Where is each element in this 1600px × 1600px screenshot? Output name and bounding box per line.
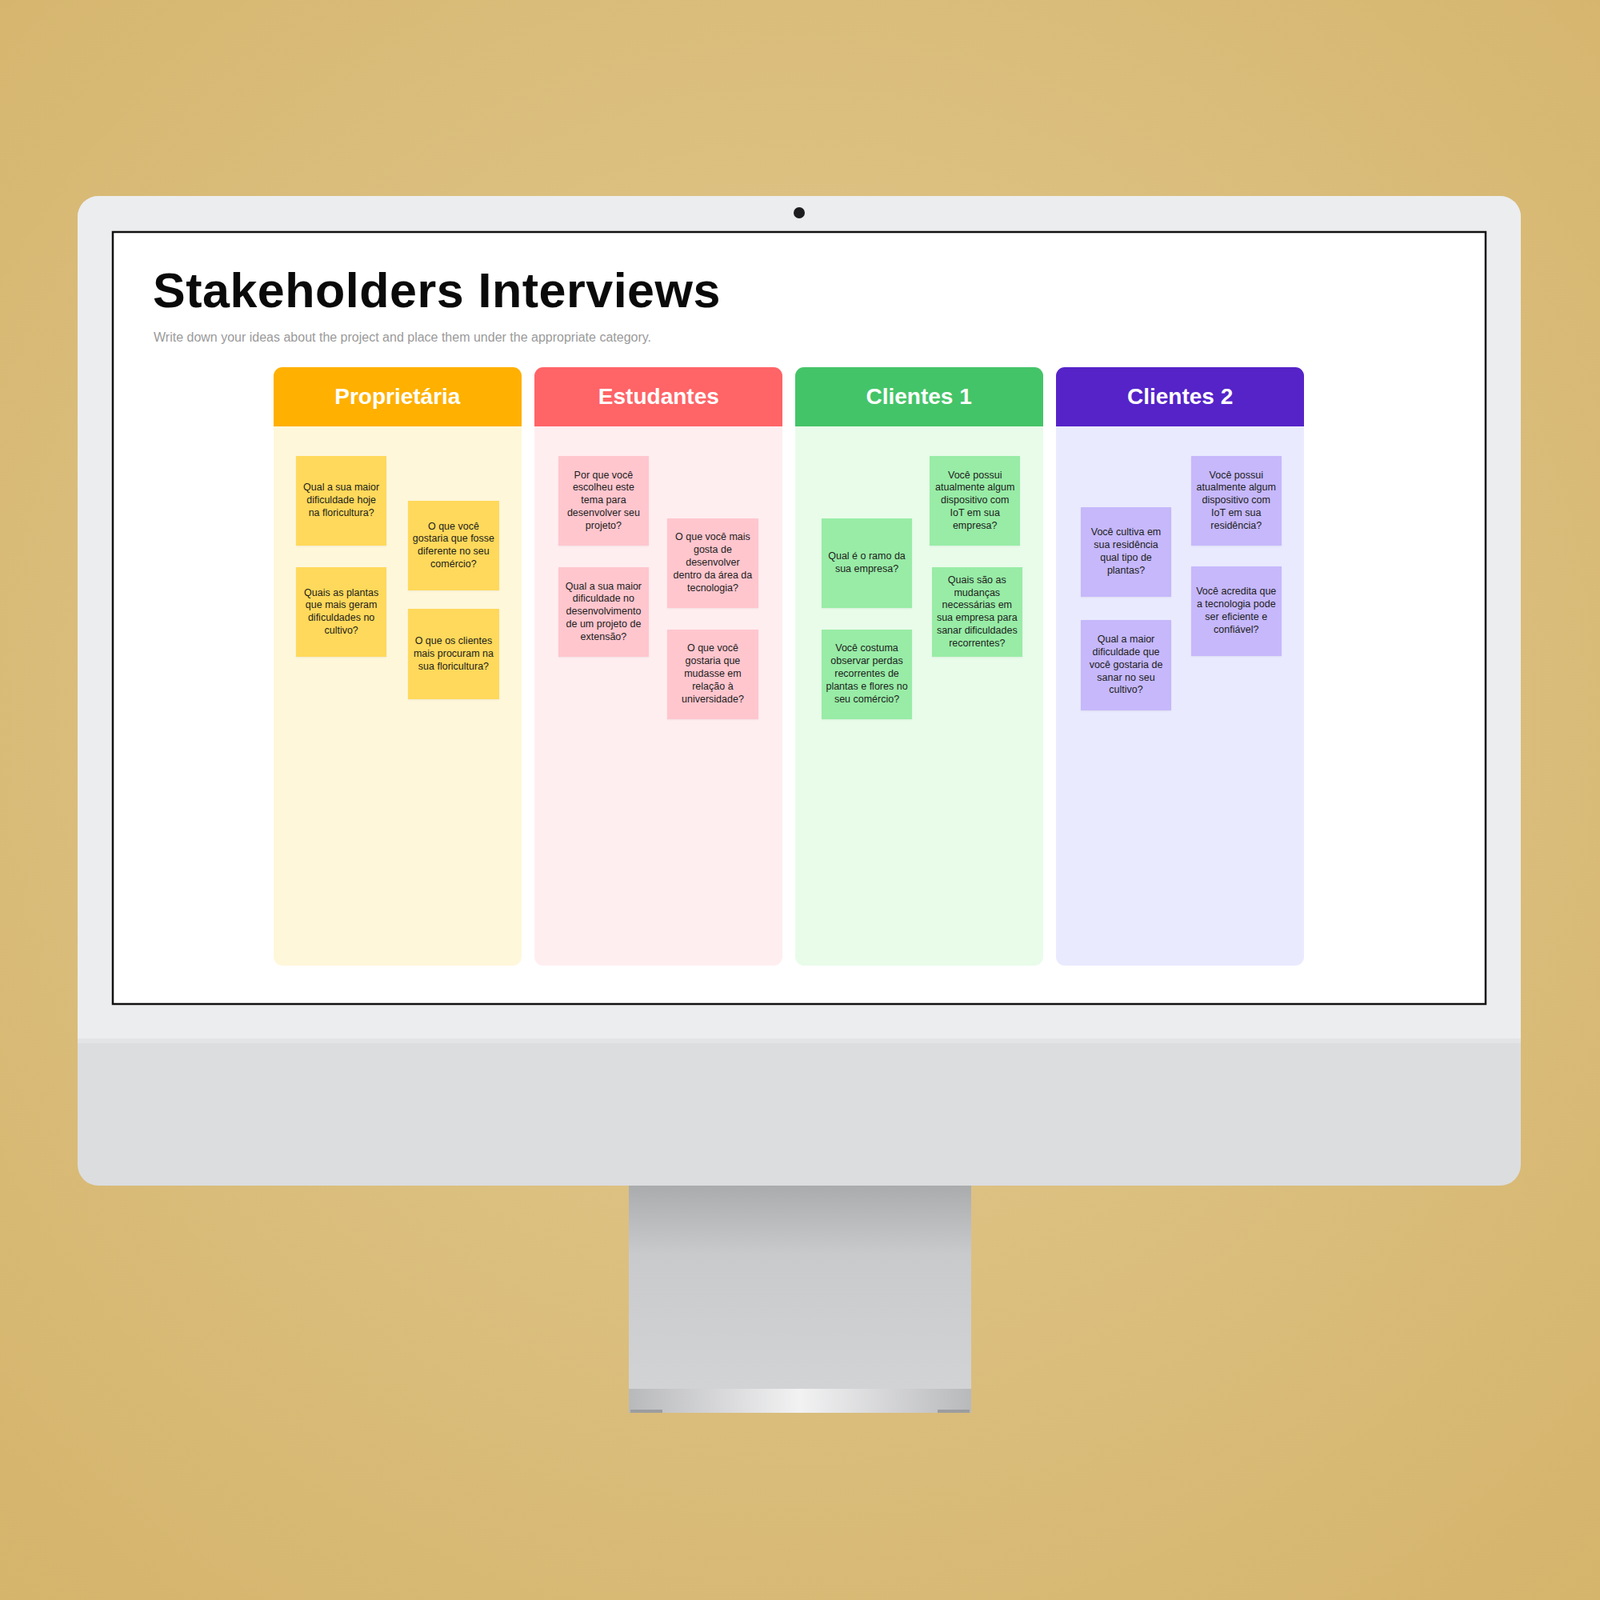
header-text: Estudantes [598, 384, 720, 410]
note-body: Quais são as mudanças necessárias em sua… [936, 574, 1020, 651]
sticky-note: Você possui atualmente algum dispositivo… [1191, 456, 1283, 546]
note-text: Quais são as mudanças necessárias em sua… [936, 574, 1020, 651]
monitor-stand [628, 1182, 972, 1389]
header-text: Proprietária [334, 384, 460, 410]
note-text: Qual a maior dificuldade que você gostar… [1084, 633, 1168, 697]
note-body: Qual é o ramo da sua empresa? [825, 550, 909, 576]
note-body: O que você gostaria que mudasse em relaç… [671, 642, 755, 706]
stand-edge [937, 1409, 970, 1413]
sticky-note: Qual é o ramo da sua empresa? [821, 518, 913, 608]
category-column: EstudantesPor que você escolheu este tem… [534, 367, 783, 965]
note-body: Você costuma observar perdas recorrentes… [825, 642, 909, 706]
note-body: Você possui atualmente algum dispositivo… [933, 469, 1017, 533]
sticky-note: Você possui atualmente algum dispositivo… [929, 456, 1021, 546]
note-text: Qual a sua maior dificuldade hoje na flo… [300, 481, 384, 520]
note-body: Você possui atualmente algum dispositivo… [1195, 469, 1279, 533]
note-body: O que você gostaria que fosse diferente … [412, 520, 496, 572]
category-column: Clientes 2 Você possui atualmente algum d… [1056, 367, 1304, 965]
note-text: O que você gostaria que fosse diferente … [412, 520, 496, 572]
screen [112, 232, 1486, 1004]
sticky-note: Por que você escolheu este tema para des… [558, 456, 650, 546]
sticky-note: Você cultiva em sua residência qual tipo… [1080, 507, 1172, 597]
note-text: Qual é o ramo da sua empresa? [825, 550, 909, 576]
note-body: O que os clientes mais procuram na sua f… [412, 635, 496, 674]
note-text: O que os clientes mais procuram na sua f… [412, 635, 496, 674]
sticky-note: Quais as plantas que mais geram dificuld… [296, 567, 388, 657]
sticky-note: Qual a sua maior dificuldade hoje na flo… [296, 456, 388, 546]
note-text: Qual a sua maior dificuldade no desenvol… [562, 580, 646, 644]
column-header: Clientes 1 [795, 367, 1044, 427]
column-header: Clientes 2 [1056, 367, 1304, 427]
note-body: Por que você escolheu este tema para des… [562, 469, 646, 533]
note-text: Quais as plantas que mais geram dificuld… [300, 587, 384, 639]
sticky-note: Você acredita que a tecnologia pode ser … [1191, 566, 1283, 656]
note-body: O que você mais gosta de desenvolver den… [671, 531, 755, 595]
header-text: Clientes 2 [1127, 384, 1233, 410]
sticky-note: Quais são as mudanças necessárias em sua… [932, 567, 1024, 657]
note-body: Qual a sua maior dificuldade hoje na flo… [300, 481, 384, 520]
note-text: Você possui atualmente algum dispositivo… [933, 469, 1017, 533]
sticky-note: O que os clientes mais procuram na sua f… [408, 608, 500, 699]
sticky-note: O que você gostaria que mudasse em relaç… [667, 629, 759, 720]
note-text: Você possui atualmente algum dispositivo… [1195, 469, 1279, 533]
note-body: Qual a maior dificuldade que você gostar… [1084, 633, 1168, 697]
sticky-note: O que você gostaria que fosse diferente … [408, 500, 500, 591]
monitor-bezel [77, 196, 1521, 1041]
note-text: Você acredita que a tecnologia pode ser … [1195, 585, 1279, 637]
note-body: Você acredita que a tecnologia pode ser … [1195, 585, 1279, 637]
note-body: Qual a sua maior dificuldade no desenvol… [562, 580, 646, 644]
note-text: O que você mais gosta de desenvolver den… [671, 531, 755, 595]
column-header: Estudantes [534, 367, 783, 427]
note-text: Você cultiva em sua residência qual tipo… [1084, 526, 1168, 578]
note-text: O que você gostaria que mudasse em relaç… [671, 642, 755, 706]
camera-dot [793, 207, 805, 219]
stand-foot [628, 1388, 972, 1413]
category-column: ProprietáriaQual a sua maior dificuldade… [273, 367, 522, 965]
sticky-note: O que você mais gosta de desenvolver den… [667, 518, 759, 608]
column-header: Proprietária [273, 367, 522, 427]
sticky-note: Qual a maior dificuldade que você gostar… [1080, 620, 1172, 710]
note-body: Você cultiva em sua residência qual tipo… [1084, 526, 1168, 578]
monitor-body [77, 196, 1521, 1186]
note-text: Você costuma observar perdas recorrentes… [825, 642, 909, 706]
note-text: Por que você escolheu este tema para des… [562, 469, 646, 533]
chin-line [77, 1038, 1521, 1044]
note-body: Quais as plantas que mais geram dificuld… [300, 587, 384, 639]
page-title: Stakeholders Interviews [152, 262, 721, 319]
page-caption: Write down your ideas about the project … [153, 330, 652, 345]
header-text: Clientes 1 [865, 384, 972, 410]
sticky-note: Qual a sua maior dificuldade no desenvol… [558, 567, 650, 657]
category-column: Clientes 1 Você possui atualmente algum d… [795, 367, 1044, 965]
sticky-note: Você costuma observar perdas recorrentes… [821, 629, 913, 720]
stand-edge [630, 1409, 663, 1413]
